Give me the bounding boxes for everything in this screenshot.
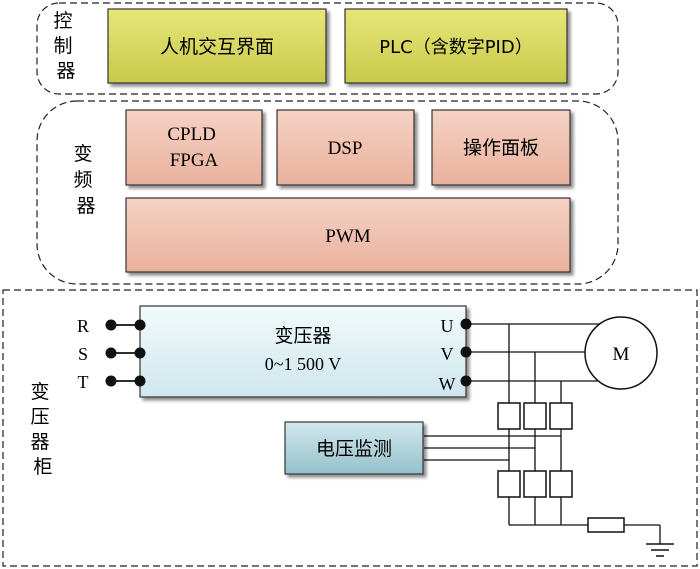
pwm-box (125, 197, 571, 273)
terminal-dot-t2 (134, 375, 146, 387)
input-label-t: T (78, 372, 89, 392)
panel-label: 操作面板 (463, 137, 539, 159)
resistor-bottom-2 (523, 470, 547, 498)
transformer-title: 变压器 (274, 325, 331, 347)
resistor-bottom-3 (549, 470, 573, 498)
motor-circle (584, 316, 658, 390)
cabinet-label-char-2: 压 (30, 406, 49, 428)
resistor-top-2 (523, 402, 547, 430)
terminal-dot-r2 (134, 319, 146, 331)
controller-label-char-2: 制 (53, 35, 72, 57)
transformer-range: 0~1 500 V (265, 354, 341, 374)
terminal-dot-r1 (105, 319, 117, 331)
cabinet-label-char-1: 变 (30, 381, 49, 403)
hmi-box (107, 8, 327, 84)
input-label-s: S (78, 344, 88, 364)
dsp-label: DSP (328, 138, 363, 159)
terminal-dot-t1 (105, 375, 117, 387)
cabinet-border (2, 289, 698, 567)
dsp-box (276, 109, 415, 186)
output-wiring (424, 323, 661, 544)
inverter-group-border (36, 100, 619, 285)
controller-label-char-3: 器 (56, 60, 75, 82)
cpld-line2: FPGA (170, 150, 219, 171)
panel-box (431, 109, 571, 186)
output-label-u: U (441, 316, 454, 336)
inverter-label-char-2: 频 (73, 169, 92, 191)
resistor-bank-top (497, 402, 573, 430)
controller-group-border (36, 2, 619, 95)
resistor-top-1 (497, 402, 521, 430)
plc-box (344, 8, 568, 84)
ground-resistor (587, 517, 625, 533)
cpld-label: CPLD FPGA (167, 124, 220, 171)
resistor-bottom-1 (497, 470, 521, 498)
cabinet-label: 变 压 器 柜 (30, 381, 55, 478)
transformer-box (139, 305, 467, 398)
ground-icon (646, 543, 674, 557)
inverter-label: 变 频 器 (73, 143, 98, 217)
voltage-monitor-label: 电压监测 (316, 438, 392, 460)
motor-label: M (613, 344, 630, 365)
voltage-monitor-box (284, 421, 424, 475)
input-label-r: R (77, 316, 89, 336)
inverter-label-char-1: 变 (73, 143, 92, 165)
hmi-label: 人机交互界面 (160, 36, 274, 58)
terminal-dot-s1 (105, 347, 117, 359)
controller-label: 控 制 器 (53, 10, 78, 82)
terminal-dot-s2 (134, 347, 146, 359)
plc-label: PLC（含数字PID） (379, 37, 532, 58)
resistor-top-3 (549, 402, 573, 430)
cpld-box (125, 109, 263, 186)
inverter-label-char-3: 器 (76, 195, 95, 217)
pwm-label: PWM (325, 226, 371, 247)
cabinet-label-char-3: 器 (30, 431, 49, 453)
cabinet-label-char-4: 柜 (33, 456, 52, 478)
controller-label-char-1: 控 (53, 10, 72, 32)
output-label-w: W (439, 374, 456, 394)
resistor-bank-bottom (497, 470, 573, 498)
cpld-line1: CPLD (167, 124, 216, 145)
output-label-v: V (441, 344, 454, 364)
